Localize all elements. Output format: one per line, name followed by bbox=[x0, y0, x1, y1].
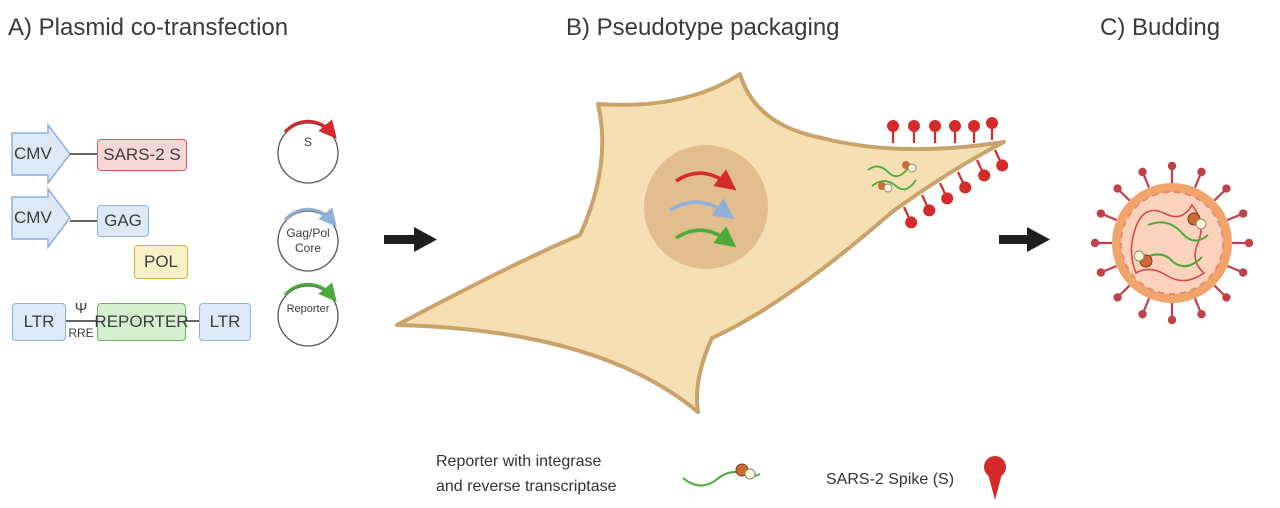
plasmid-circle-s bbox=[277, 122, 339, 184]
cmv-label: CMV bbox=[14, 208, 52, 227]
spike-icon bbox=[970, 156, 994, 185]
spike-icon bbox=[984, 115, 1000, 142]
spike-icon bbox=[984, 456, 1006, 500]
plasmid-reporter-label: Reporter bbox=[286, 303, 330, 315]
plasmid-gagpol-line2: Core bbox=[294, 241, 321, 255]
legend-reporter-line1: Reporter with integrase bbox=[436, 453, 602, 470]
spike-icon bbox=[915, 191, 939, 220]
sars2-s-gene: SARS-2 S bbox=[97, 139, 187, 171]
spike-icon bbox=[951, 168, 975, 197]
title-budding: C) Budding bbox=[1100, 14, 1221, 41]
spike-icon bbox=[906, 118, 922, 145]
plasmid-gagpol-line1: Gag/Pol bbox=[286, 226, 330, 240]
spike-icon bbox=[927, 118, 943, 145]
legend-reporter-line2: and reverse transcriptase bbox=[436, 478, 617, 495]
ltr-left: LTR bbox=[12, 303, 66, 341]
spike-icon bbox=[885, 118, 901, 145]
plasmid-gagpol-label: Gag/Pol Core bbox=[280, 226, 336, 256]
arrow-right-icon bbox=[999, 227, 1050, 252]
reporter-rna-icon bbox=[867, 161, 917, 193]
legend-spike-label: SARS-2 Spike (S) bbox=[826, 471, 955, 488]
plasmid-circle-reporter bbox=[277, 285, 339, 347]
cmv-promoter-arrow-2 bbox=[11, 186, 71, 250]
ltr-right: LTR bbox=[199, 303, 251, 341]
rre-label: RRE bbox=[68, 326, 94, 340]
arrow-right-icon bbox=[384, 227, 437, 252]
spike-icon bbox=[897, 203, 921, 232]
cmv-promoter-arrow-1 bbox=[11, 122, 71, 186]
nucleus bbox=[644, 145, 768, 269]
title-pseudotype-packaging: B) Pseudotype packaging bbox=[566, 14, 840, 41]
spike-icon bbox=[933, 179, 957, 208]
spike-icon bbox=[947, 118, 963, 145]
plasmid-s-label: S bbox=[303, 135, 312, 149]
cmv-label: CMV bbox=[14, 144, 52, 163]
spike-icon bbox=[966, 118, 982, 145]
reporter-rna-icon bbox=[682, 463, 761, 487]
psi-label: Ψ bbox=[74, 300, 88, 317]
reporter-gene: REPORTER bbox=[94, 303, 189, 341]
pol-gene: POL bbox=[134, 245, 188, 279]
gag-gene: GAG bbox=[97, 205, 149, 237]
virion-icon bbox=[1089, 160, 1255, 326]
spike-icon bbox=[988, 146, 1012, 175]
legend-reporter-label: Reporter with integrase and reverse tran… bbox=[436, 449, 617, 499]
title-plasmid-cotransfection: A) Plasmid co-transfection bbox=[8, 14, 289, 41]
